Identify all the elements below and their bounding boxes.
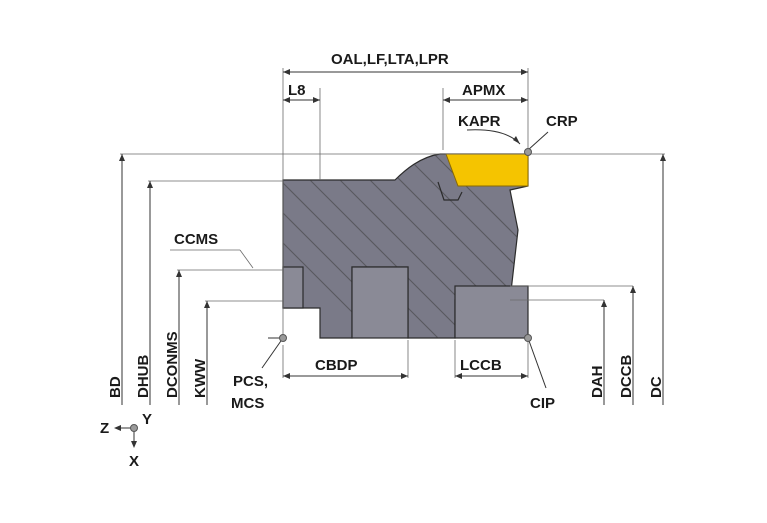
kapr-label: KAPR — [458, 113, 501, 130]
cip-label: CIP — [530, 395, 555, 412]
axis-y-label: Y — [142, 411, 152, 428]
apmx-label: APMX — [462, 82, 505, 99]
kww-label: KWW — [192, 358, 209, 398]
pcs-label: PCS, — [233, 373, 268, 390]
lccb-label: LCCB — [460, 357, 502, 374]
dhub-label: DHUB — [135, 355, 152, 398]
axis-origin-point — [130, 424, 138, 432]
l8-label: L8 — [288, 82, 306, 99]
axis-indicator: Z Y X — [100, 411, 152, 470]
dccb-label: DCCB — [618, 355, 635, 398]
cip-point — [524, 334, 532, 342]
crp-label: CRP — [546, 113, 578, 130]
extension-lines — [120, 68, 665, 378]
dc-label: DC — [648, 376, 665, 398]
counterbore-pocket — [454, 285, 529, 339]
chip-pocket — [437, 181, 463, 201]
pcs-point — [279, 334, 287, 342]
cbdp-label: CBDP — [315, 357, 358, 374]
oal-label: OAL,LF,LTA,LPR — [331, 51, 449, 68]
crp-point — [524, 148, 532, 156]
dconms-label: DCONMS — [164, 331, 181, 398]
axis-z-label: Z — [100, 420, 109, 437]
bd-label: BD — [107, 376, 124, 398]
dimension-lines — [119, 69, 666, 405]
keyway-notch — [282, 266, 304, 309]
bore-pocket-center — [351, 266, 409, 339]
ccms-label: CCMS — [174, 231, 218, 248]
axis-x-label: X — [129, 453, 139, 470]
mcs-label: MCS — [231, 395, 264, 412]
dah-label: DAH — [589, 366, 606, 399]
cutting-insert — [445, 153, 529, 187]
cutter-body — [282, 153, 529, 339]
